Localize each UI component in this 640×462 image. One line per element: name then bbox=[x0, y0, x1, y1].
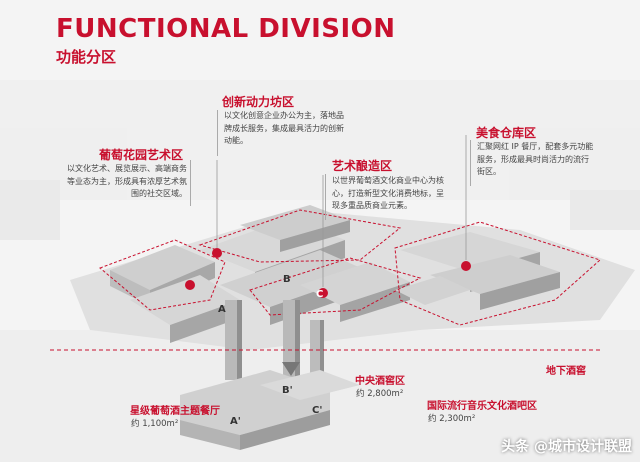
marker-a: A bbox=[218, 304, 226, 315]
zone-title-winery: 艺术酿造区 bbox=[332, 159, 393, 173]
page-title-cn: 功能分区 bbox=[56, 48, 117, 66]
dot-garden bbox=[185, 280, 195, 290]
zone-bar-winery bbox=[325, 174, 326, 220]
watermark: 头条 @城市设计联盟 bbox=[501, 439, 632, 455]
zone-desc-garden: 以文化艺术、展览展示、高端商务 等业态为主，形成具有浓厚艺术氛 围的社交区域。 bbox=[67, 164, 187, 198]
zone-outline-winery bbox=[249, 257, 422, 316]
zone-title-creative: 创新动力坊区 bbox=[222, 95, 295, 109]
dot-creative bbox=[212, 248, 222, 258]
zone-bar-creative bbox=[217, 110, 218, 156]
central-cellar-area: 约 2,800m² bbox=[356, 389, 404, 399]
star-restaurant-area: 约 1,100m² bbox=[131, 419, 179, 429]
marker-b: B bbox=[283, 274, 291, 285]
underground-label: 地下酒窖 bbox=[546, 366, 586, 377]
zone-desc-creative: 以文化创意企业办公为主，落地品 牌成长服务，集成最具活力的创新 动能。 bbox=[224, 111, 344, 145]
zone-title-food: 美食仓库区 bbox=[476, 126, 537, 140]
zone-desc-food: 汇聚网红 IP 餐厅，配套多元功能 服务，形成最具时尚活力的流行 街区。 bbox=[477, 142, 594, 176]
marker-c-prime: C' bbox=[312, 405, 322, 416]
zone-outlines bbox=[99, 209, 601, 326]
leader-lines bbox=[216, 135, 467, 287]
zone-title-garden: 葡萄花园艺术区 bbox=[99, 148, 184, 162]
shafts bbox=[225, 300, 324, 410]
underground-cellar bbox=[180, 370, 360, 450]
music-bar-title: 国际流行音乐文化酒吧区 bbox=[427, 401, 537, 412]
dot-winery bbox=[318, 288, 328, 298]
zone-dots bbox=[185, 248, 471, 298]
central-cellar-title: 中央酒窖区 bbox=[355, 376, 405, 387]
marker-b-prime: B' bbox=[282, 385, 293, 396]
star-restaurant-title: 星级葡萄酒主题餐厅 bbox=[130, 406, 220, 417]
page-title-en: FUNCTIONAL DIVISION bbox=[56, 14, 396, 44]
zone-bar-garden bbox=[190, 160, 191, 206]
zone-desc-winery: 以世界葡萄酒文化商业中心为核 心，打造新型文化消费地标，呈 现多重品质商业元素。 bbox=[332, 176, 444, 210]
music-bar-area: 约 2,300m² bbox=[428, 414, 476, 424]
building-cluster bbox=[110, 205, 560, 343]
zone-bar-food bbox=[470, 140, 471, 186]
marker-c: C bbox=[316, 289, 323, 300]
dot-food bbox=[461, 261, 471, 271]
marker-a-prime: A' bbox=[230, 416, 241, 427]
zone-outline-garden bbox=[99, 239, 226, 311]
